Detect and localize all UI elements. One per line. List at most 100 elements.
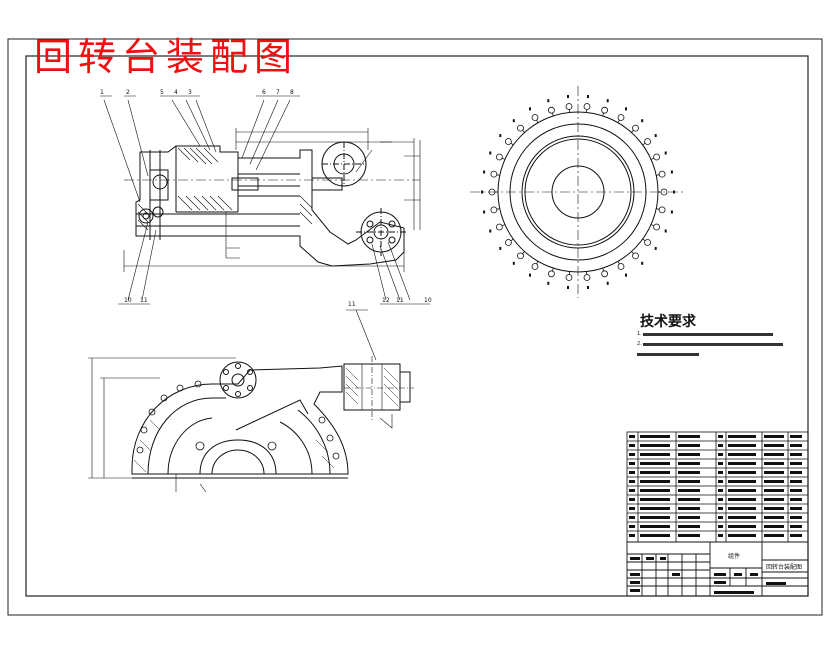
gear-tooth-number-mark [670, 210, 673, 214]
parts-list-cell-mark [790, 444, 802, 447]
parts-list-cell-mark [678, 435, 700, 438]
gear-tooth [495, 223, 503, 231]
parts-list-cell-mark [728, 462, 756, 465]
parts-list-cell-mark [629, 444, 635, 447]
parts-list-cell-mark [640, 435, 670, 438]
gear-tooth-number-mark [606, 99, 609, 103]
title-block-cell-mark [646, 557, 654, 560]
gear-tooth [490, 170, 498, 178]
technical-requirements-heading: 技术要求 [640, 314, 696, 330]
parts-list-cell-mark [640, 489, 670, 492]
parts-list-cell-mark [678, 444, 700, 447]
gear-tooth-number-mark [547, 281, 550, 285]
gear-tooth-number-mark [547, 99, 550, 103]
gear-tooth-stem [631, 251, 634, 254]
gear-tooth-stem [602, 112, 604, 117]
technical-requirement-line: 2. [637, 341, 642, 347]
parts-list-cell-mark [629, 498, 635, 501]
gear-tooth-stem [552, 112, 554, 117]
gear-tooth-number-mark [641, 119, 644, 123]
gear-tooth-number-mark [664, 151, 667, 155]
gear-tooth-stem [617, 261, 620, 265]
title-block-cell-mark [714, 581, 726, 584]
parts-list-cell-mark [718, 525, 723, 528]
parts-list-cell-mark [718, 516, 723, 519]
parts-list-cell-mark [640, 516, 670, 519]
gear-tooth-number-mark [625, 107, 627, 111]
gear-tooth-numbers [481, 95, 675, 289]
parts-list-cell-mark [728, 489, 756, 492]
balloon-label: 2 [126, 89, 130, 96]
title-block-cell-mark [630, 573, 640, 576]
gear-tooth-number-mark [654, 246, 657, 250]
parts-list-cell-mark [640, 453, 670, 456]
gear-tooth-stem [496, 208, 500, 210]
parts-list-cell-mark [678, 516, 700, 519]
parts-list-cell-mark [678, 480, 700, 483]
gear-tooth [504, 138, 512, 145]
parts-list-cell-mark [629, 453, 635, 456]
parts-list-cell-mark [790, 462, 802, 465]
parts-list-cell-mark [790, 489, 802, 492]
gear-tooth-number-mark [641, 261, 644, 265]
gear-tooth-stem [656, 208, 660, 210]
gear-tooth-stem [642, 238, 646, 242]
title-block-cell-mark [766, 582, 786, 585]
gear-tooth [644, 239, 651, 246]
parts-list-cell-mark [640, 525, 670, 528]
gear-tooth-stem [650, 224, 654, 227]
gear-tooth-number-mark [489, 151, 492, 155]
parts-list-cell-mark [718, 435, 723, 438]
parts-list-cell-mark [718, 471, 723, 474]
title-block-cell-mark [630, 581, 640, 584]
gear-tooth [617, 263, 625, 270]
gear-tooth-number-mark [512, 119, 515, 123]
gear-tooth-stem [496, 174, 500, 176]
gear-tooth-number-mark [625, 273, 627, 277]
gear-tooth [504, 239, 512, 246]
parts-list-cell-mark [790, 525, 802, 528]
gear-tooth [565, 274, 573, 281]
parts-list-cell-mark [629, 507, 635, 510]
gear-tooth [517, 252, 524, 260]
gear-tooth-number-mark [499, 134, 502, 138]
balloon-label: 5 [160, 89, 164, 96]
title-block-cell-mark [714, 591, 754, 594]
parts-list-cell-mark [790, 498, 802, 501]
gear-tooth [658, 170, 666, 178]
parts-list-cell-mark [640, 444, 670, 447]
gear-tooth-stem [656, 174, 660, 176]
parts-list-cell-mark [764, 471, 784, 474]
parts-list-cell-mark [640, 534, 670, 537]
parts-list-cell-mark [629, 525, 635, 528]
gear-tooth-number-mark [529, 273, 531, 277]
parts-list-cell-mark [728, 444, 756, 447]
gear-tooth-number-mark [654, 134, 657, 138]
parts-list-cell-mark [640, 480, 670, 483]
parts-list-cell-mark [790, 480, 802, 483]
balloon-label: 11 [348, 301, 356, 308]
parts-list-cell-mark [764, 480, 784, 483]
parts-list-cell-mark [629, 462, 635, 465]
parts-list-cell-mark [790, 507, 802, 510]
parts-list-cell-mark [790, 471, 802, 474]
bottom-view-balloons: 11 [348, 301, 356, 308]
top-view-balloons: 1 2 5 4 3 6 7 8 10 11 12 11 10 [100, 89, 432, 304]
gear-tooth-stem [602, 267, 604, 272]
gear-tooth [490, 206, 498, 214]
parts-list-cell-mark [629, 534, 635, 537]
parts-list-cell-mark [790, 453, 802, 456]
gear-tooth-stem [510, 238, 514, 242]
gear-tooth-number-mark [483, 210, 486, 214]
title-block-cell-mark [734, 573, 742, 576]
balloon-label: 10 [124, 297, 132, 304]
top-section-view [100, 95, 430, 305]
gear-tooth-stem [650, 157, 654, 160]
title-block-cell-mark [714, 573, 726, 576]
balloon-label: 8 [290, 89, 294, 96]
balloon-label: 4 [174, 89, 178, 96]
parts-list-cell-mark [728, 516, 756, 519]
gear-tooth [495, 153, 503, 161]
gear-tooth [632, 124, 639, 132]
